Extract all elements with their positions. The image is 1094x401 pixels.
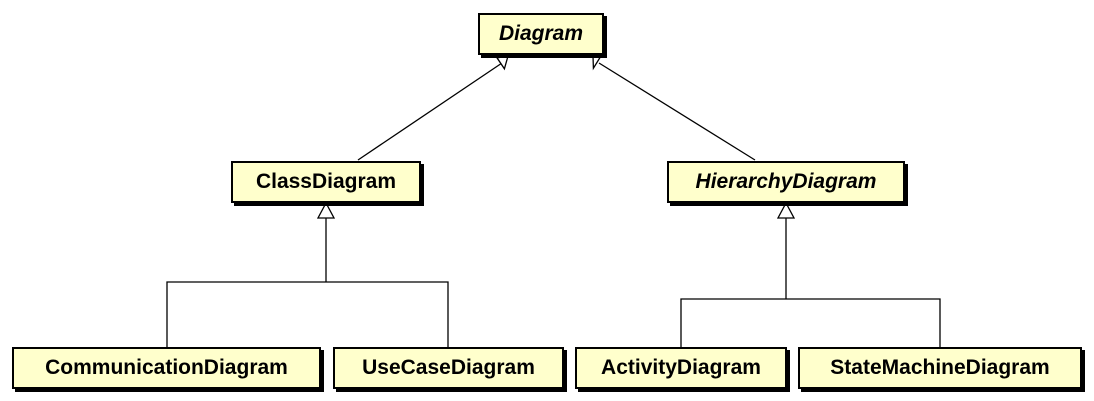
- class-activitydiagram: ActivityDiagram: [575, 347, 787, 389]
- class-communicationdiagram: CommunicationDiagram: [12, 347, 321, 389]
- class-classdiagram: ClassDiagram: [231, 161, 421, 203]
- generalization-arrowhead: [592, 55, 602, 71]
- class-statemachinediagram: StateMachineDiagram: [798, 347, 1082, 389]
- edge-classdiagram-children: [166, 201, 449, 347]
- generalization-arrowhead: [316, 201, 336, 219]
- class-usecasediagram: UseCaseDiagram: [333, 347, 564, 389]
- class-diagram-abstract: Diagram: [478, 13, 604, 55]
- edge-hierarchydiagram-children: [680, 201, 941, 347]
- edge-classdiagram-to-diagram: [357, 55, 509, 161]
- generalization-arrowhead: [776, 201, 796, 219]
- class-hierarchydiagram: HierarchyDiagram: [667, 161, 905, 203]
- generalization-arrowhead: [495, 55, 509, 71]
- edge-hierarchydiagram-to-diagram: [592, 55, 756, 161]
